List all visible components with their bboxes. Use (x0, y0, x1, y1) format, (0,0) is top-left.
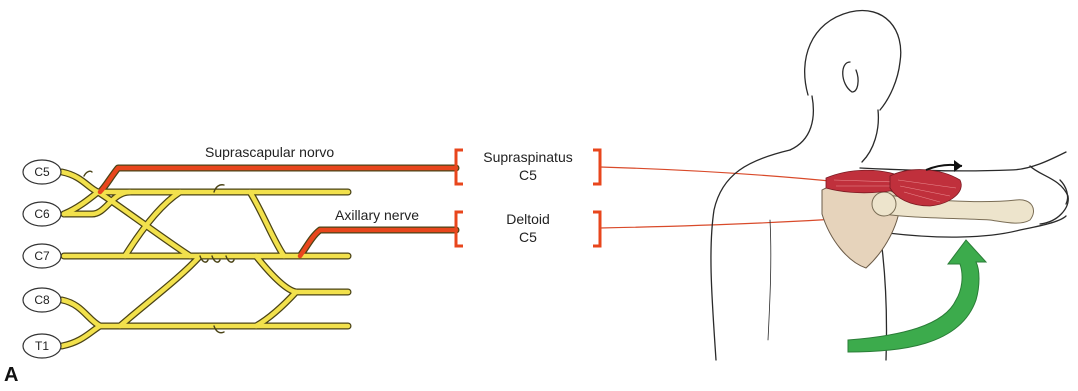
root-c7-label: C7 (34, 249, 50, 263)
suprascapular-nerve-path (100, 168, 456, 192)
root-c6-label: C6 (34, 207, 50, 221)
supraspinatus-root-label: C5 (519, 167, 537, 183)
supraspinatus-label: Supraspinatus (483, 149, 573, 165)
supraspinatus-box: Supraspinatus C5 (456, 149, 600, 184)
root-c8: C8 (23, 288, 61, 312)
deltoid-root-label: C5 (519, 229, 537, 245)
deltoid-label: Deltoid (506, 211, 550, 227)
root-c8-label: C8 (34, 293, 50, 307)
suprascapular-nerve-label: Suprascapular norvo (205, 144, 334, 160)
axillary-nerve-path (300, 230, 456, 256)
deltoid-box: Deltoid C5 (456, 211, 600, 246)
axillary-nerve-label: Axillary nerve (335, 207, 419, 223)
panel-label: A (4, 364, 18, 386)
root-c6: C6 (23, 202, 61, 226)
brachial-plexus: C5 C6 C7 C8 T1 (23, 160, 456, 358)
root-t1-label: T1 (35, 339, 49, 353)
root-c5-label: C5 (34, 165, 50, 179)
root-c7: C7 (23, 244, 61, 268)
root-t1: T1 (23, 334, 61, 358)
root-c5: C5 (23, 160, 61, 184)
supraspinatus-connector (600, 167, 840, 182)
